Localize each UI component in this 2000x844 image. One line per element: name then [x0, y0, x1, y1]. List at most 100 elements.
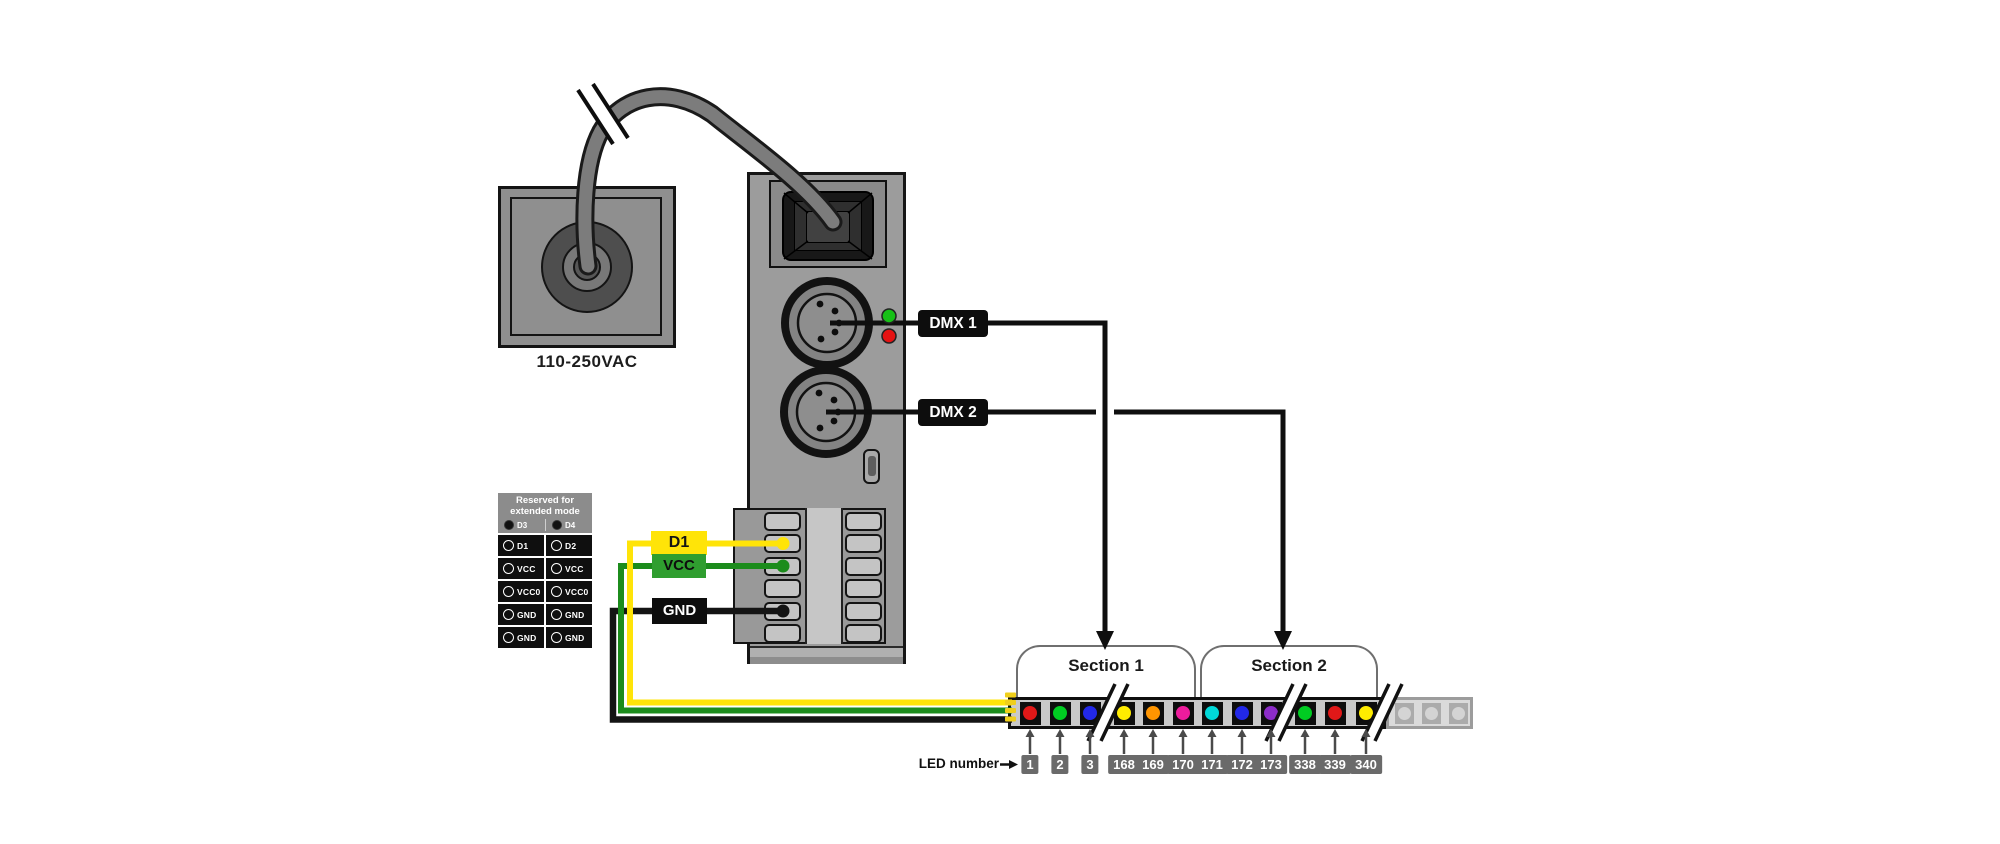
dmx2-label: DMX 2 — [918, 399, 988, 426]
led-color-dot-faded — [1451, 706, 1465, 720]
led-number-box: 168 — [1108, 755, 1140, 774]
extended-pin-cell: VCC — [498, 558, 544, 579]
extended-pin-cell: GND — [546, 604, 592, 625]
section-1-bracket: Section 1 — [1016, 645, 1196, 699]
cord-break-slash — [591, 82, 630, 140]
led-color-dot — [1298, 706, 1312, 720]
terminal-slot — [764, 556, 801, 576]
led-number-box: 173 — [1255, 755, 1287, 774]
led-faded — [1394, 702, 1414, 724]
controller-bottom-edge — [750, 657, 903, 664]
section-2-bracket: Section 2 — [1200, 645, 1378, 699]
led-number-box: 172 — [1226, 755, 1258, 774]
led-number-box: 169 — [1137, 755, 1169, 774]
led-color-dot — [1235, 706, 1249, 720]
terminal-slot — [764, 601, 801, 621]
extended-pin-cell: VCC — [546, 558, 592, 579]
pin-ring-icon — [503, 540, 514, 551]
pin-ring-icon — [551, 609, 562, 620]
dmx1-label: DMX 1 — [918, 310, 988, 337]
led-faded — [1448, 702, 1468, 724]
led-173 — [1260, 701, 1282, 725]
led-faded — [1421, 702, 1441, 724]
pin-ring-icon — [503, 632, 514, 643]
extended-pin-cell: GND — [498, 604, 544, 625]
cord-break-gap — [578, 81, 629, 145]
led-170 — [1172, 701, 1194, 725]
extended-pin-cell: VCC0 — [546, 581, 592, 602]
d1-label: D1 — [651, 531, 707, 555]
terminal-slot — [845, 511, 882, 531]
led-color-dot-faded — [1397, 706, 1411, 720]
terminal-slot — [845, 579, 882, 598]
pin-ring-icon — [551, 540, 562, 551]
extended-pin-cell: GND — [498, 627, 544, 648]
led-number-box: 340 — [1350, 755, 1382, 774]
led-number-caption: LED number — [918, 756, 999, 771]
led-338 — [1294, 701, 1316, 725]
led-2 — [1049, 701, 1071, 725]
led-1 — [1019, 701, 1041, 725]
led-color-dot — [1176, 706, 1190, 720]
vcc-label: VCC — [652, 554, 706, 578]
led-number-arrows — [1025, 729, 1371, 754]
led-number-box: 171 — [1196, 755, 1228, 774]
extended-pin-cell: D1 — [498, 535, 544, 556]
extended-pin-cell: VCC0 — [498, 581, 544, 602]
led-339 — [1324, 701, 1346, 725]
pin-ring-icon — [503, 586, 514, 597]
cord-break-slash — [576, 88, 615, 146]
led-168 — [1113, 701, 1135, 725]
pin-ring-icon — [503, 609, 514, 620]
pin-dot-icon — [504, 520, 514, 530]
led-3 — [1079, 701, 1101, 725]
pin-ring-icon — [551, 563, 562, 574]
pin-ring-icon — [551, 632, 562, 643]
pin-dot-icon — [552, 520, 562, 530]
led-number-box: 339 — [1319, 755, 1351, 774]
extended-mode-title-line1: Reserved for — [515, 495, 575, 506]
led-number-box: 170 — [1167, 755, 1199, 774]
led-color-dot — [1083, 706, 1097, 720]
extended-pin-cell: D2 — [546, 535, 592, 556]
terminal-block-center — [805, 508, 843, 644]
controller-bottom-band — [750, 646, 903, 657]
terminal-slot — [764, 579, 801, 598]
extended-mode-title-line2: extended mode — [510, 505, 580, 517]
pin-ring-icon — [503, 563, 514, 574]
led-color-dot — [1264, 706, 1278, 720]
led-169 — [1142, 701, 1164, 725]
terminal-slot — [845, 624, 882, 643]
led-color-dot — [1023, 706, 1037, 720]
led-number-box: 1 — [1021, 755, 1039, 774]
led-number-box: 338 — [1289, 755, 1321, 774]
led-340 — [1355, 701, 1377, 725]
led-color-dot — [1328, 706, 1342, 720]
terminal-slot — [764, 534, 801, 553]
led-color-dot — [1146, 706, 1160, 720]
terminal-slot — [845, 556, 882, 576]
led-color-dot — [1053, 706, 1067, 720]
led-number-arrow — [1000, 760, 1018, 769]
power-plug-hub — [573, 253, 601, 281]
terminal-slot — [764, 511, 801, 531]
usb-port-slot — [868, 456, 876, 476]
led-color-dot-faded — [1424, 706, 1438, 720]
terminal-slot — [764, 624, 801, 643]
led-171 — [1201, 701, 1223, 725]
extended-header-cell: D4 — [545, 519, 592, 531]
led-strip — [1008, 697, 1386, 729]
terminal-slot — [845, 601, 882, 621]
extended-pin-cell: GND — [546, 627, 592, 648]
extended-header-cell: D3 — [498, 519, 545, 531]
led-color-dot — [1205, 706, 1219, 720]
led-color-dot — [1117, 706, 1131, 720]
led-172 — [1231, 701, 1253, 725]
voltage-label: 110-250VAC — [536, 352, 638, 371]
led-number-box: 3 — [1081, 755, 1099, 774]
